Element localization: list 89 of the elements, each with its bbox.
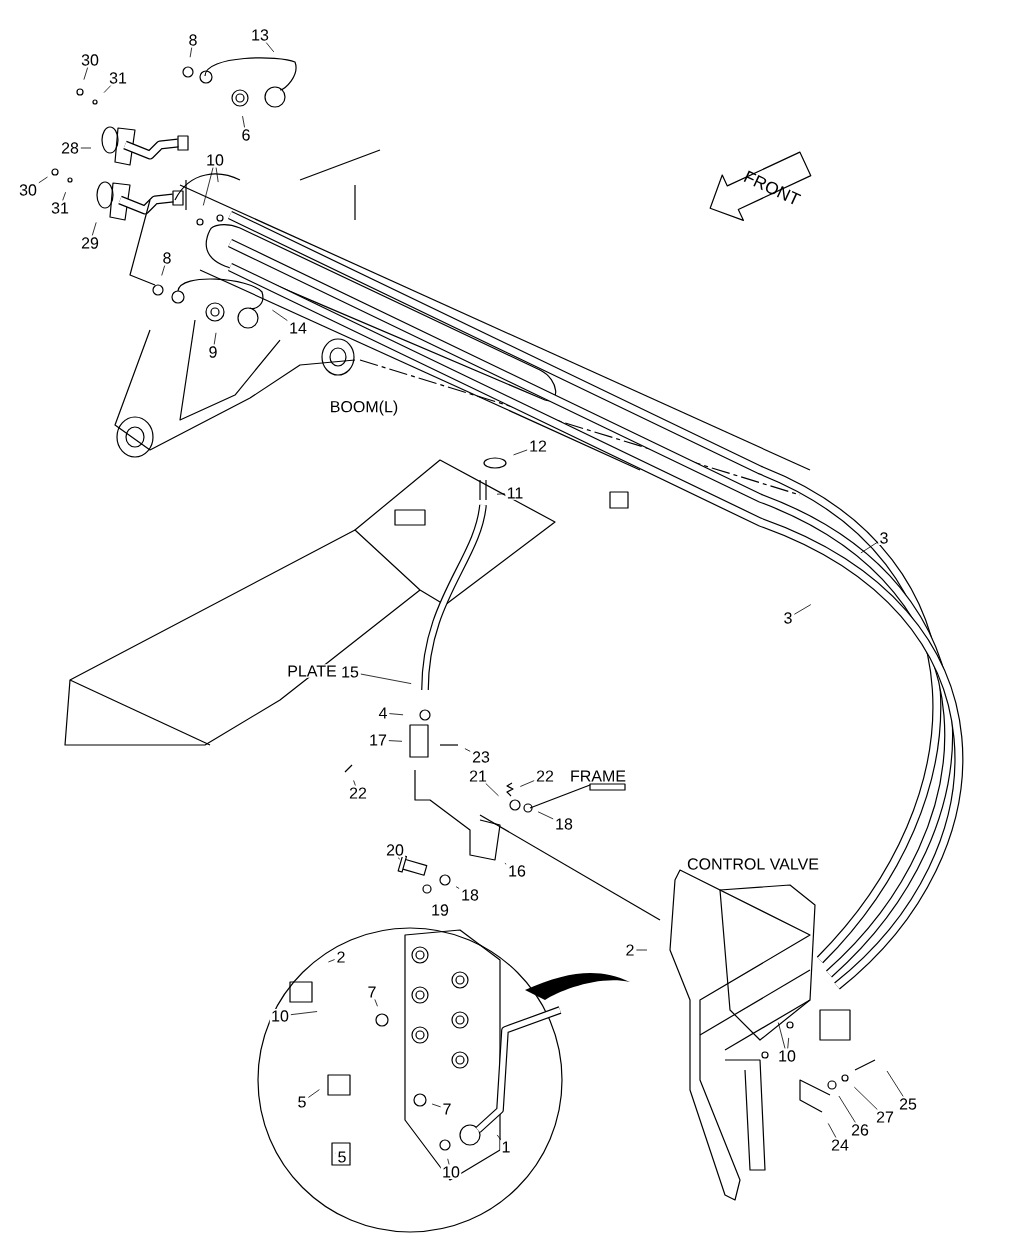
callout-number: 11 [505, 486, 525, 500]
callout-number: 2 [335, 950, 347, 964]
callout-number: 14 [287, 321, 309, 335]
callout-number: 19 [429, 903, 451, 917]
callout-number: 18 [459, 888, 481, 902]
callout-number: 10 [269, 1009, 291, 1023]
leader-line [794, 604, 812, 615]
leader-line [242, 115, 245, 128]
leader-line [353, 780, 356, 786]
leader-line [853, 1086, 878, 1110]
callout-number: 20 [384, 843, 406, 857]
leader-line [496, 493, 506, 495]
callout-number: 18 [553, 817, 575, 831]
callout-number: 17 [367, 733, 389, 747]
callout-number: 22 [347, 786, 369, 800]
leader-line [161, 265, 166, 276]
leader-line [431, 1103, 441, 1108]
callout-number: 30 [17, 183, 39, 197]
callout-number: 3 [878, 531, 890, 545]
callout-number: 21 [467, 769, 489, 783]
leader-line [398, 857, 400, 860]
leader-line [202, 167, 214, 206]
callout-number: 7 [366, 985, 378, 999]
part-label: CONTROL VALVE [685, 857, 821, 871]
callout-number: 8 [161, 251, 173, 265]
leader-line [213, 332, 217, 345]
part-label: PLATE [285, 664, 339, 678]
callout-number: 30 [79, 53, 101, 67]
leader-line [189, 47, 193, 58]
callout-number: 10 [204, 153, 226, 167]
callout-number: 16 [506, 864, 528, 878]
callout-number: 3 [782, 611, 794, 625]
callout-number: 13 [249, 28, 271, 42]
callout-number: 22 [534, 769, 556, 783]
callout-number: 12 [527, 439, 549, 453]
leader-line [447, 1158, 450, 1165]
callout-number: 1 [500, 1140, 512, 1154]
leader-line [464, 748, 471, 752]
leader-line [374, 999, 378, 1007]
callout-number: 4 [377, 706, 389, 720]
leader-line [886, 1070, 904, 1097]
callout-number: 10 [440, 1165, 462, 1179]
leader-line [455, 886, 460, 889]
callout-number: 10 [776, 1049, 798, 1063]
leader-line [513, 449, 528, 456]
leader-line [827, 1123, 837, 1138]
callout-number: 29 [79, 236, 101, 250]
leader-line [272, 309, 288, 321]
leader-line [537, 811, 554, 820]
callout-number: 28 [59, 141, 81, 155]
leader-line [103, 85, 112, 93]
leader-line [215, 167, 219, 183]
leader-line [360, 673, 412, 684]
leader-line [265, 42, 275, 53]
callout-number: 2 [624, 943, 636, 957]
leader-line [777, 1022, 786, 1049]
callout-number: 23 [470, 750, 492, 764]
leader-line [80, 147, 92, 149]
leader-line [290, 1011, 318, 1016]
leader-line [636, 949, 648, 951]
callout-number: 7 [441, 1102, 453, 1116]
callout-number: 31 [107, 71, 129, 85]
leader-line [388, 740, 403, 742]
leader-line [496, 1134, 501, 1140]
callout-number: 27 [874, 1110, 896, 1124]
leader-line [62, 191, 66, 201]
leader-line [38, 176, 48, 184]
callout-number: 8 [187, 33, 199, 47]
leader-line [308, 1089, 320, 1098]
callout-number: 31 [49, 201, 71, 215]
part-label: BOOM(L) [328, 399, 400, 417]
leader-line [328, 959, 335, 963]
callout-number: 25 [897, 1097, 919, 1111]
leader-line [485, 783, 499, 797]
callout-number: 6 [240, 128, 252, 142]
callout-number: 26 [849, 1123, 871, 1137]
callout-number: 24 [829, 1138, 851, 1152]
callout-number: 15 [339, 665, 361, 679]
part-label: FRAME [568, 769, 628, 783]
callout-number: 9 [207, 345, 219, 359]
leader-line [787, 1037, 790, 1049]
leader-line [519, 780, 535, 787]
leader-line [838, 1095, 856, 1123]
callout-number: 5 [336, 1150, 348, 1164]
leader-line [91, 222, 97, 236]
leader-line [860, 541, 878, 554]
leader-line [83, 67, 89, 80]
leader-line [389, 713, 404, 716]
callout-number: 5 [296, 1095, 308, 1109]
